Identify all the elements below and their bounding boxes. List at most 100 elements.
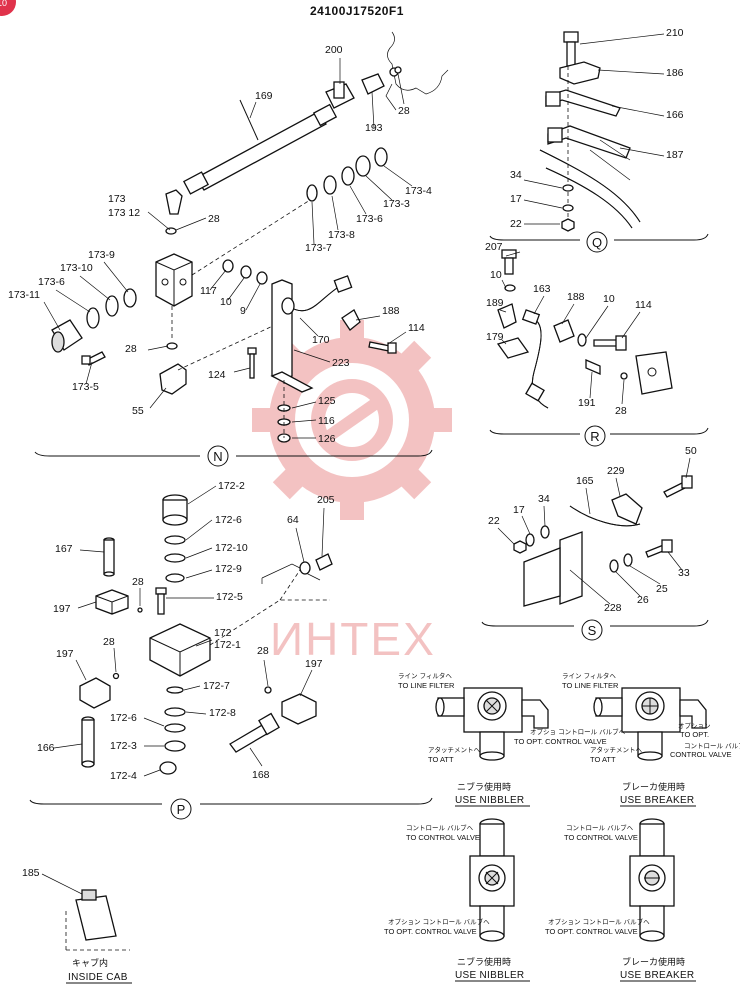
part-label-10: 10	[490, 269, 502, 281]
label-to-opt-control-valve: TO OPT. CONTROL VALVE	[384, 927, 477, 936]
part-label-228: 228	[604, 602, 622, 614]
part-label-117: 117	[200, 285, 217, 297]
caption-use-nibbler: USE NIBBLER	[455, 970, 524, 981]
section-r: 207 10 189 163 188 10 114 179 191 28 R	[485, 241, 709, 447]
valve-diagram-nibbler-top: ライン フィルタヘ TO LINE FILTER オプショ コントロール バルブ…	[398, 671, 626, 807]
part-label-188: 188	[382, 305, 400, 317]
part-label-9: 9	[240, 305, 246, 317]
part-label-116: 116	[318, 415, 335, 427]
label-to-control-valve-jp: コントロール バルブヘ	[684, 741, 740, 750]
drawing-number: 24100J17520F1	[310, 4, 404, 18]
part-label-17: 17	[513, 504, 525, 516]
inside-cab-caption: INSIDE CAB	[68, 972, 128, 983]
part-label-205: 205	[317, 494, 335, 506]
part-label-22: 22	[488, 515, 500, 527]
label-to-opt-control-valve-jp: オプション コントロール バルブヘ	[388, 917, 490, 926]
part-label-173-10: 173-10	[60, 262, 93, 274]
valve-diagram-nibbler-bottom: コントロール バルブヘ TO CONTROL VALVE オプション コントロー…	[384, 818, 530, 982]
part-label-173-11: 173-11	[8, 289, 40, 301]
part-label-173-3: 173-3	[383, 198, 410, 210]
part-label-28: 28	[257, 645, 269, 657]
label-to-opt-control-valve-jp: オプショ コントロール バルブヘ	[530, 727, 626, 736]
valve-diagram-breaker-top: ライン フィルタヘ TO LINE FILTER オプション TO OPT. コ…	[562, 671, 740, 807]
part-label-165: 165	[576, 475, 594, 487]
part-label-173-6: 173-6	[38, 276, 65, 288]
section-marker-s: S	[588, 623, 597, 638]
inside-cab-detail: 185 キャブ内 INSIDE CAB	[22, 867, 132, 984]
label-to-att: TO ATT	[590, 755, 616, 764]
part-label-22: 22	[510, 218, 522, 230]
label-to-line-filter: TO LINE FILTER	[398, 681, 455, 690]
part-label-173-7: 173-7	[305, 242, 332, 254]
part-label-229: 229	[607, 465, 625, 477]
section-s: 50 229 165 34 17 22 228 26 25 33 S	[481, 445, 709, 641]
label-to-opt: TO OPT.	[680, 730, 709, 739]
caption-use-breaker-jp: ブレーカ使用時	[622, 956, 685, 968]
part-label-173-8: 173-8	[328, 229, 355, 241]
caption-use-breaker: USE BREAKER	[620, 795, 694, 806]
corner-badge-text: 10	[0, 0, 7, 8]
part-label-179: 179	[486, 331, 504, 343]
watermark-text: ИНТЕХ	[270, 613, 436, 665]
part-label-28: 28	[208, 213, 220, 225]
label-to-control-valve-jp: コントロール バルブヘ	[406, 823, 474, 832]
part-label-26: 26	[637, 594, 649, 606]
part-label-173-12: 173 12	[108, 207, 140, 219]
part-label-55: 55	[132, 405, 144, 417]
part-label-172-4: 172-4	[110, 770, 137, 782]
part-label-10: 10	[603, 293, 615, 305]
label-to-opt-control-valve: TO OPT. CONTROL VALVE	[545, 927, 638, 936]
part-label-28: 28	[125, 343, 137, 355]
part-label-186: 186	[666, 67, 684, 79]
caption-use-nibbler: USE NIBBLER	[455, 795, 524, 806]
part-label-172-3: 172-3	[110, 740, 137, 752]
section-q: 210 186 166 187 34 17 22 Q	[489, 27, 709, 253]
part-label-170: 170	[312, 334, 330, 346]
part-label-187: 187	[666, 149, 684, 161]
part-label-197: 197	[56, 648, 74, 660]
part-label-167: 167	[55, 543, 73, 555]
part-label-34: 34	[538, 493, 550, 505]
label-to-line-filter: TO LINE FILTER	[562, 681, 619, 690]
section-marker-n: N	[213, 449, 222, 464]
valve-diagram-breaker-bottom: コントロール バルブヘ TO CONTROL VALVE オプション コントロー…	[545, 818, 696, 982]
label-to-att: TO ATT	[428, 755, 454, 764]
part-label-172-7: 172-7	[203, 680, 230, 692]
part-label-172-8: 172-8	[209, 707, 236, 719]
label-to-line-filter-jp: ライン フィルタヘ	[398, 671, 452, 680]
part-label-64: 64	[287, 514, 299, 526]
caption-use-breaker-jp: ブレーカ使用時	[622, 781, 685, 793]
part-label-172-6: 172-6	[215, 514, 242, 526]
part-label-200: 200	[325, 44, 343, 56]
section-marker-p: P	[177, 802, 186, 817]
caption-use-breaker: USE BREAKER	[620, 970, 694, 981]
part-label-172-6: 172-6	[110, 712, 137, 724]
label-to-control-valve: TO CONTROL VALVE	[406, 833, 480, 842]
part-label-28: 28	[103, 636, 115, 648]
part-label-125: 125	[318, 395, 336, 407]
section-p: 172-2 172-6 172-10 172-9 172-5 172 172-1…	[29, 480, 433, 820]
caption-use-nibbler-jp: ニブラ使用時	[457, 781, 511, 793]
part-label-126: 126	[318, 433, 336, 445]
part-label-173-4: 173-4	[405, 185, 432, 197]
section-n: 200 169 193 28 173-4 173-3 173-6 173-8 1…	[8, 44, 433, 467]
part-label-166: 166	[37, 742, 55, 754]
label-to-att-jp: アタッチメントヘ	[590, 745, 643, 754]
label-to-control-valve-jp: コントロール バルブヘ	[566, 823, 634, 832]
section-marker-r: R	[590, 429, 599, 444]
part-label-223: 223	[332, 357, 350, 369]
watermark-gear-icon	[252, 320, 452, 520]
caption-use-nibbler-jp: ニブラ使用時	[457, 956, 511, 968]
part-label-114: 114	[408, 322, 425, 334]
label-to-opt-control-valve-jp: オプション コントロール バルブヘ	[548, 917, 650, 926]
part-label-191: 191	[578, 397, 596, 409]
part-label-172-10: 172-10	[215, 542, 248, 554]
label-to-att-jp: アタッチメントヘ	[428, 745, 481, 754]
part-label-188: 188	[567, 291, 585, 303]
part-label-189: 189	[486, 297, 504, 309]
part-label-50: 50	[685, 445, 697, 457]
part-label-28: 28	[398, 105, 410, 117]
part-label-197: 197	[53, 603, 71, 615]
label-to-line-filter-jp: ライン フィルタヘ	[562, 671, 616, 680]
part-label-28: 28	[132, 576, 144, 588]
